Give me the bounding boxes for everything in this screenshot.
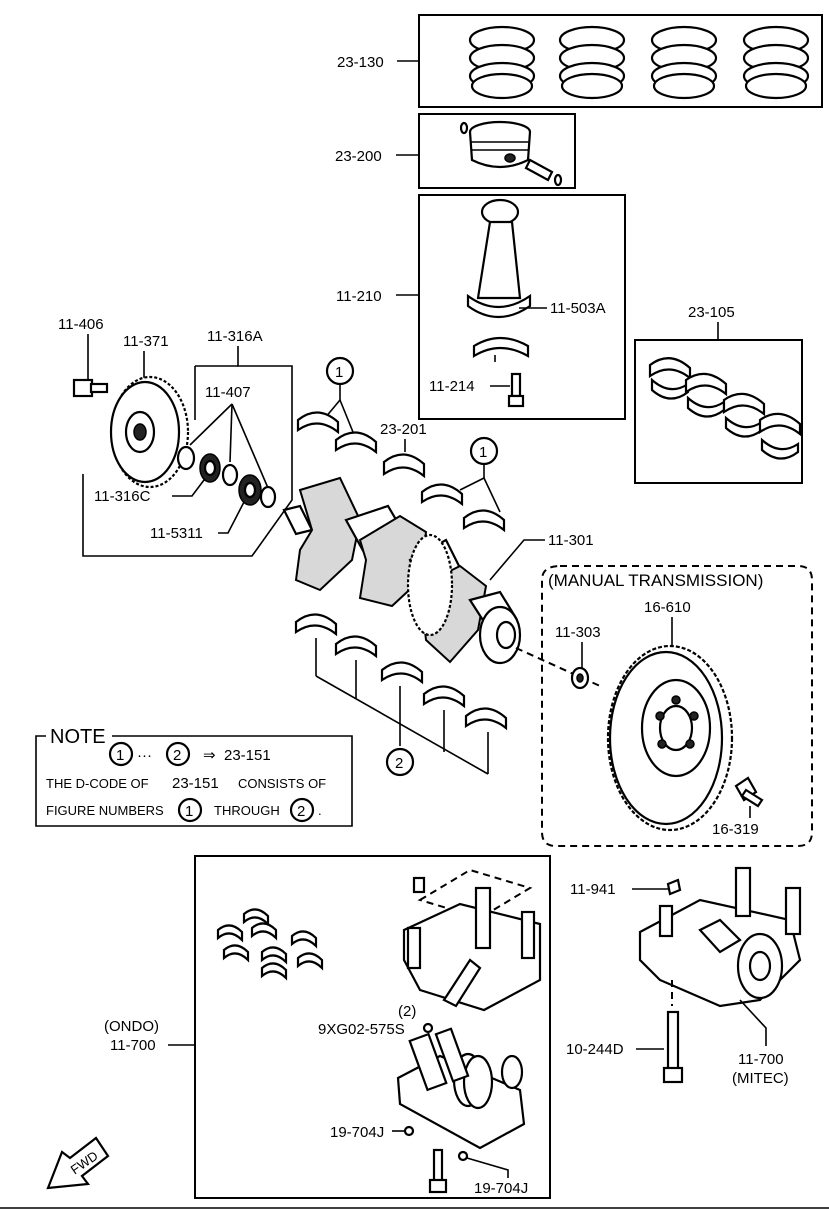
balancer-ondo-group[interactable]: (ONDO) 11-700 (2) 9XG02-575S bbox=[104, 855, 551, 1199]
balancer-bolt-icon bbox=[662, 1010, 684, 1084]
fwd-arrow-icon: FWD bbox=[46, 1136, 110, 1190]
svg-text:FIGURE NUMBERS: FIGURE NUMBERS bbox=[46, 803, 164, 818]
crankshaft-icon[interactable] bbox=[282, 476, 522, 665]
callout-1-top: 1 bbox=[324, 356, 356, 438]
pilot-bearing-icon bbox=[570, 666, 590, 690]
label-11-941: 11-941 bbox=[570, 881, 616, 898]
label-11-700-ondo: 11-700 bbox=[110, 1037, 156, 1054]
manual-transmission-group[interactable]: (MANUAL TRANSMISSION) 11-303 16-610 16-3… bbox=[515, 565, 813, 847]
svg-text:1: 1 bbox=[116, 747, 124, 764]
label-23-201: 23-201 bbox=[380, 421, 427, 438]
svg-text:2: 2 bbox=[173, 747, 181, 764]
label-11-210: 11-210 bbox=[336, 288, 382, 305]
label-19-704j-b: 19-704J bbox=[474, 1180, 528, 1197]
label-19-704j-a: 19-704J bbox=[330, 1124, 384, 1141]
main-bearings-right-icon bbox=[420, 483, 506, 533]
note-heading: NOTE bbox=[50, 726, 106, 748]
balancer-ondo-lower-icon bbox=[396, 1027, 526, 1150]
note-arrow: ⇒ bbox=[203, 747, 216, 764]
piston-ring-set-3 bbox=[650, 25, 718, 100]
svg-text:CONSISTS OF: CONSISTS OF bbox=[238, 776, 326, 791]
label-ondo: (ONDO) bbox=[104, 1018, 159, 1035]
callout-1-right: 1 bbox=[459, 436, 501, 513]
crank-pulley-icon bbox=[109, 375, 190, 489]
label-11-303: 11-303 bbox=[555, 624, 601, 641]
pulley-group[interactable]: 11-406 11-371 11-316A 11-407 bbox=[58, 316, 293, 557]
label-11-316C: 11-316C bbox=[94, 488, 151, 505]
label-9xg02-qty: (2) bbox=[398, 1003, 416, 1020]
connecting-rod-group[interactable]: 11-210 11-503A 11-214 bbox=[336, 194, 626, 420]
connecting-rod-icon bbox=[466, 198, 532, 362]
seal-washers-icon bbox=[176, 445, 277, 509]
note-dcode: 23-151 bbox=[224, 747, 271, 764]
label-23-130: 23-130 bbox=[337, 54, 384, 71]
label-11-316A: 11-316A bbox=[207, 328, 263, 345]
label-11-214: 11-214 bbox=[429, 378, 475, 395]
svg-text:1: 1 bbox=[185, 803, 193, 820]
balancer-mitec-group[interactable]: 11-941 10-244D 11-700 (MITEC) bbox=[566, 866, 802, 1087]
svg-text:THE D-CODE OF: THE D-CODE OF bbox=[46, 776, 149, 791]
manual-transmission-title: (MANUAL TRANSMISSION) bbox=[548, 571, 763, 590]
piston-rings-group[interactable]: 23-130 bbox=[337, 14, 823, 108]
label-11-700-mitec: 11-700 bbox=[738, 1051, 784, 1068]
svg-text:THROUGH: THROUGH bbox=[214, 803, 280, 818]
label-23-105: 23-105 bbox=[688, 304, 735, 321]
label-16-610: 16-610 bbox=[644, 599, 691, 616]
bearing-leader-lines bbox=[315, 638, 489, 775]
callout-2: 2 bbox=[385, 747, 415, 777]
main-bearings-lower-icon bbox=[294, 613, 508, 731]
label-mitec: (MITEC) bbox=[732, 1070, 789, 1087]
label-11-5311: 11-5311 bbox=[150, 525, 203, 542]
piston-ring-set-2 bbox=[558, 25, 626, 100]
note-range-sep: ··· bbox=[137, 747, 152, 764]
balancer-mitec-icon bbox=[638, 866, 802, 1008]
svg-text:1: 1 bbox=[335, 364, 343, 381]
bolt-icon bbox=[507, 372, 525, 408]
pulley-bolt-icon bbox=[72, 378, 109, 398]
rod-bearings-group[interactable]: 23-105 bbox=[634, 304, 803, 484]
flywheel-bolt-icon bbox=[734, 776, 764, 808]
svg-text:2: 2 bbox=[395, 755, 403, 772]
label-9xg02: 9XG02-575S bbox=[318, 1021, 405, 1038]
svg-text:23-151: 23-151 bbox=[172, 775, 219, 792]
main-bearings-upper-icon bbox=[296, 411, 378, 455]
balancer-ondo-bolt-icon bbox=[428, 1148, 448, 1194]
label-11-371: 11-371 bbox=[123, 333, 169, 350]
label-16-319: 16-319 bbox=[712, 821, 759, 838]
balancer-bearings-icon bbox=[216, 908, 324, 981]
piston-group[interactable]: 23-200 bbox=[335, 113, 576, 189]
label-11-503A: 11-503A bbox=[550, 300, 606, 317]
balancer-ondo-upper-icon bbox=[402, 868, 542, 1012]
bearing-shells-icon bbox=[648, 357, 802, 460]
note-box: NOTE 1 ··· 2 ⇒ 23-151 THE D-CODE OF 23-1… bbox=[35, 726, 353, 827]
label-11-407: 11-407 bbox=[205, 384, 251, 401]
svg-text:2: 2 bbox=[297, 803, 305, 820]
flywheel-icon bbox=[606, 644, 734, 832]
piston-ring-set-4 bbox=[742, 25, 810, 100]
label-11-301: 11-301 bbox=[548, 532, 594, 549]
thrust-bearing-icon bbox=[382, 453, 426, 479]
clip-icon bbox=[666, 878, 682, 896]
svg-text:.: . bbox=[318, 803, 322, 818]
label-23-200: 23-200 bbox=[335, 148, 382, 165]
label-10-244D: 10-244D bbox=[566, 1041, 624, 1058]
piston-ring-set-1 bbox=[468, 25, 536, 100]
piston-icon bbox=[459, 120, 563, 187]
label-11-406: 11-406 bbox=[58, 316, 104, 333]
svg-text:1: 1 bbox=[479, 444, 487, 461]
